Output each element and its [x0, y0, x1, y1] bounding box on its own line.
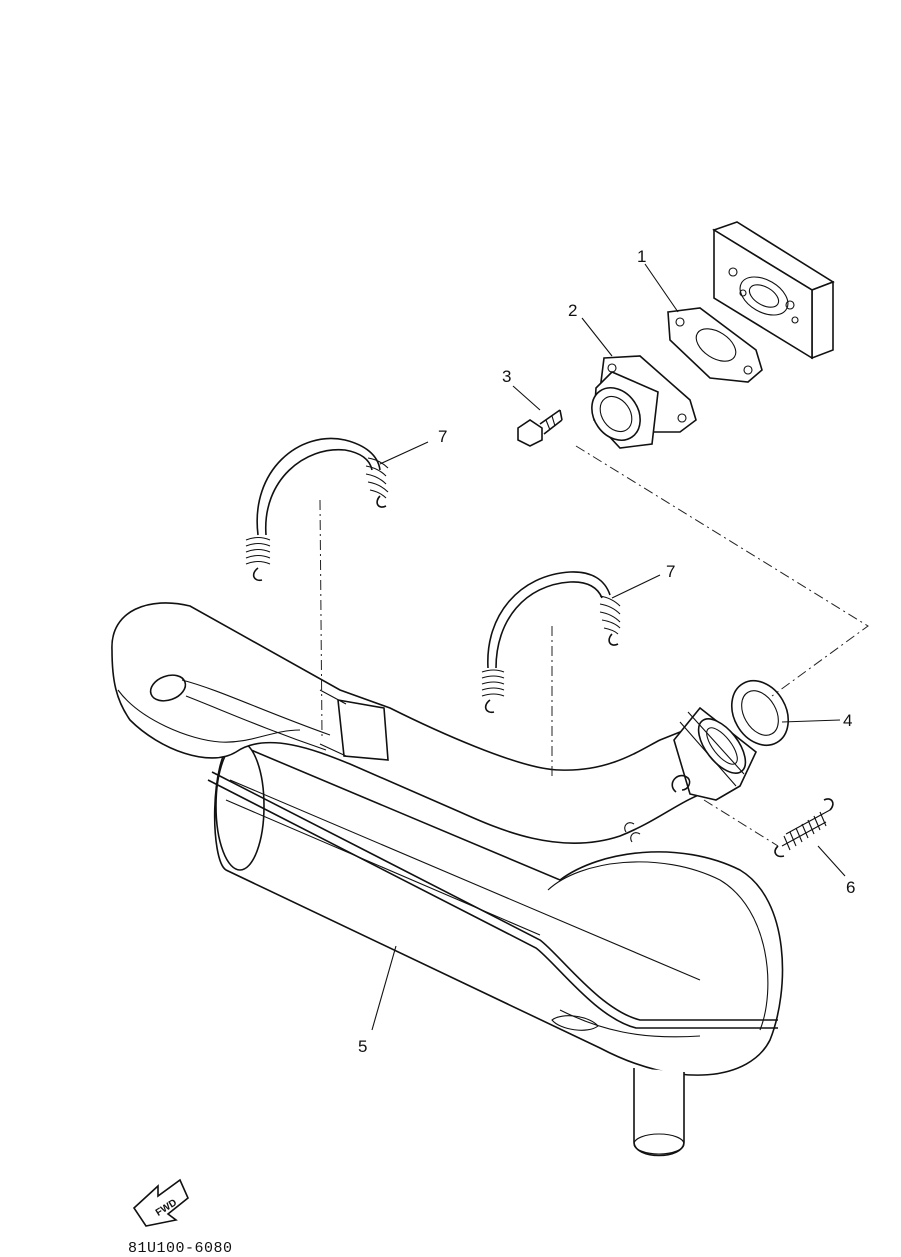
callout-6: 6: [846, 878, 855, 897]
fwd-arrow-icon: FWD: [132, 1178, 189, 1227]
part-7-spring-upper: [245, 437, 389, 582]
callout-1: 1: [637, 247, 646, 266]
part-4-gasket-ring: [730, 680, 790, 746]
callout-7-upper: 7: [438, 427, 447, 446]
part-3-bolt: [517, 409, 563, 447]
callout-4: 4: [843, 711, 852, 730]
leader-lines: [371, 263, 846, 1031]
part-6-spring: [774, 798, 834, 858]
engine-mount-block: [712, 221, 835, 360]
callout-5: 5: [358, 1037, 367, 1056]
part-5-muffler-assembly: [111, 602, 784, 1157]
callout-2: 2: [568, 301, 577, 320]
part-7-spring-lower: [481, 571, 621, 714]
callout-3: 3: [502, 367, 511, 386]
assembly-lines: [319, 445, 869, 847]
part-2-exhaust-joint: [591, 355, 697, 449]
part-1-gasket: [667, 307, 763, 383]
drawing-code: 81U100-6080: [128, 1240, 233, 1257]
callout-7-lower: 7: [666, 562, 675, 581]
